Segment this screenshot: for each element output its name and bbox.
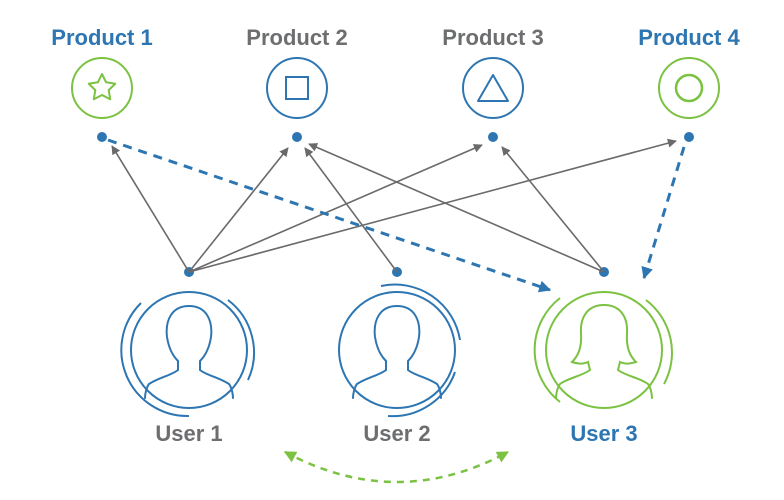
- user-1-ring: [130, 291, 248, 409]
- arrow-user1-product3: [188, 144, 483, 273]
- user-icon: [352, 305, 442, 399]
- product-1-ring: [71, 57, 133, 119]
- product-3-ring: [462, 57, 524, 119]
- user-3-label: User 3: [570, 421, 637, 446]
- user-female-icon: [555, 304, 653, 399]
- product-3-dot: [488, 132, 498, 142]
- similarity-arrow: [283, 450, 510, 484]
- product-4-label: Product 4: [638, 25, 740, 50]
- arrow-product4-user3: [641, 146, 686, 280]
- arrow-user1-product1: [111, 145, 190, 273]
- user-2-label: User 2: [363, 421, 430, 446]
- star-icon: [87, 73, 117, 101]
- user-3-ring: [545, 291, 663, 409]
- product-4-node: [658, 57, 720, 119]
- user-3-ring-arc-outer: [533, 297, 561, 403]
- product-1-dot: [97, 132, 107, 142]
- recommendation-arrows: [107, 138, 686, 293]
- purchase-arrows: [111, 138, 677, 273]
- product-3-label: Product 3: [442, 25, 543, 50]
- user-2-ring-arc-outer-2: [387, 371, 456, 418]
- arrow-user1-product2: [188, 147, 289, 273]
- square-icon: [285, 76, 309, 100]
- product-2-ring: [266, 57, 328, 119]
- arrow-user1-product4: [188, 138, 677, 273]
- user-icon: [144, 305, 234, 399]
- arrow-user2-product2: [304, 147, 398, 273]
- user-1-ring-arc-outer: [120, 302, 190, 418]
- arrow-user3-product3: [501, 146, 605, 273]
- product-1-node: [71, 57, 133, 119]
- user-1-avatar: [120, 291, 255, 418]
- user-2-avatar: [338, 283, 461, 418]
- product-2-dot: [292, 132, 302, 142]
- circle-icon: [674, 73, 704, 103]
- product-4-dot: [684, 132, 694, 142]
- triangle-icon: [477, 74, 509, 102]
- user-3-ring-arc-outer-2: [645, 299, 673, 385]
- user-2-ring-arc-outer: [380, 283, 461, 341]
- product-2-label: Product 2: [246, 25, 347, 50]
- arrow-product1-user3: [107, 138, 552, 293]
- user-1-label: User 1: [155, 421, 222, 446]
- user-1-ring-arc-outer-2: [227, 299, 255, 381]
- arrow-user3-product2: [308, 143, 605, 273]
- product-2-node: [266, 57, 328, 119]
- product-4-ring: [658, 57, 720, 119]
- user-2-ring: [338, 291, 456, 409]
- user-3-avatar: [533, 291, 673, 409]
- product-1-label: Product 1: [51, 25, 152, 50]
- product-3-node: [462, 57, 524, 119]
